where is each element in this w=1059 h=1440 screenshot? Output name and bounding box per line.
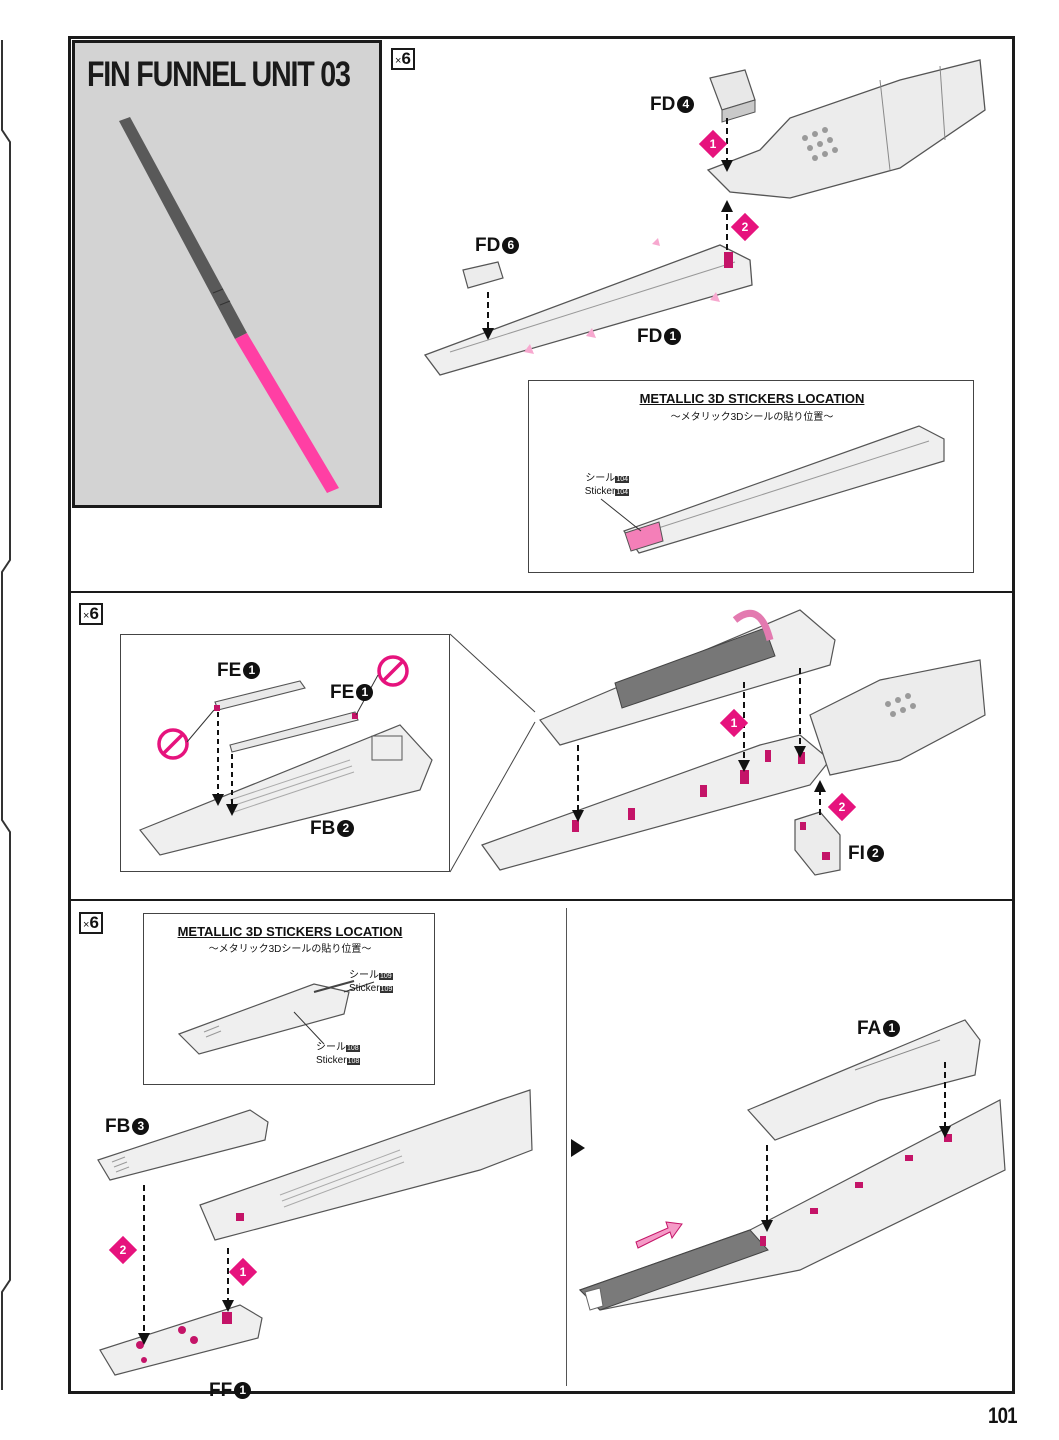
- sticker-label-109: シール109 Sticker109: [349, 970, 394, 994]
- sticker-label-108: シール108 Sticker108: [316, 1042, 361, 1066]
- part-fd4-illustration: [423, 59, 986, 376]
- page-number: 101: [988, 1403, 1018, 1428]
- no-glue-icon: [157, 655, 409, 760]
- section-divider-2: [70, 899, 1014, 901]
- sticker-placement-illustration: [600, 425, 945, 554]
- sticker-location-box-2: METALLIC 3D STICKERS LOCATION 〜メタリック3Dシー…: [143, 913, 435, 1085]
- section3-divider: [566, 908, 567, 1386]
- section-divider-1: [70, 591, 1014, 593]
- sticker-box-title: METALLIC 3D STICKERS LOCATION: [639, 391, 865, 406]
- step-marker-1: 1: [228, 1257, 258, 1287]
- section2-illustration: [139, 609, 986, 876]
- fin-funnel-part-illustration: [119, 117, 339, 493]
- unit-title-panel: FIN FUNNEL UNIT 03: [72, 40, 382, 508]
- unit-title: FIN FUNNEL UNIT 03: [87, 55, 351, 94]
- next-arrow-icon: [571, 1139, 585, 1157]
- sticker-box-title: METALLIC 3D STICKERS LOCATION: [177, 924, 403, 939]
- sticker-box-subtitle: 〜メタリック3Dシールの貼り位置〜: [670, 412, 834, 423]
- sticker-placement-illustration: [177, 980, 375, 1055]
- quantity-badge: ×6: [79, 603, 103, 625]
- page-frame: [68, 36, 1015, 1394]
- step-marker-2: 2: [108, 1235, 138, 1265]
- sticker-box-subtitle: 〜メタリック3Dシールの貼り位置〜: [208, 944, 372, 955]
- detail-inset-frame: [120, 634, 450, 872]
- quantity-badge: ×6: [391, 48, 415, 70]
- quantity-badge: ×6: [79, 912, 103, 934]
- sticker-location-box-1: METALLIC 3D STICKERS LOCATION 〜メタリック3Dシー…: [528, 380, 974, 573]
- sticker-label-104: シール104 Sticker104: [584, 473, 629, 497]
- margin-rail: [1, 40, 11, 1390]
